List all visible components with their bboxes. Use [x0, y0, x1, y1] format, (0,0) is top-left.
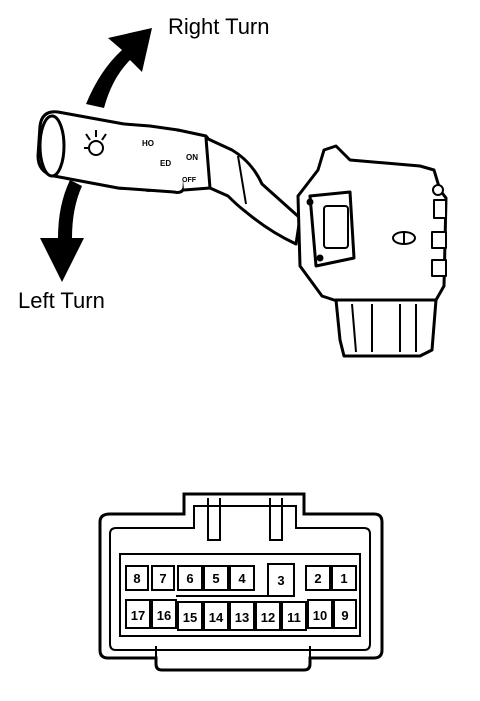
terminal-cavity — [267, 563, 295, 597]
right-turn-label: Right Turn — [168, 14, 270, 39]
terminal-cavity — [125, 565, 149, 591]
connector-latch — [207, 498, 221, 541]
terminal-cavity — [281, 601, 307, 631]
connector-latch — [269, 498, 283, 541]
terminal-8-label: 8 — [133, 571, 140, 586]
headlight-icon — [88, 140, 104, 156]
terminal-7-label: 7 — [159, 571, 166, 586]
terminal-1-label: 1 — [340, 571, 347, 586]
connector-outer-shell — [98, 492, 384, 672]
connector-top-row: 8 7 6 5 4 3 2 1 — [125, 563, 357, 597]
combination-switch — [36, 110, 448, 358]
terminal-6-label: 6 — [186, 571, 193, 586]
terminal-cavity — [177, 565, 203, 591]
terminal-14-label: 14 — [209, 610, 224, 625]
terminal-16-label: 16 — [157, 608, 171, 623]
right-turn-arrow-icon — [86, 28, 152, 108]
terminal-cavity — [305, 565, 331, 591]
terminal-cavity — [151, 565, 175, 591]
connector-face — [98, 492, 384, 672]
left-turn-arrow-icon — [40, 180, 84, 282]
connector-inner-shell — [109, 505, 371, 651]
terminal-3-label: 3 — [277, 573, 284, 588]
terminal-cavity — [203, 601, 229, 631]
switch-body — [296, 144, 448, 306]
terminal-11-label: 11 — [287, 610, 301, 625]
marking-ho: HO — [142, 139, 154, 148]
terminal-cavity — [203, 565, 229, 591]
terminal-cavity — [229, 601, 255, 631]
terminal-9-label: 9 — [341, 608, 348, 623]
switch-connector-block — [334, 298, 438, 358]
marking-ed: ED — [160, 159, 171, 168]
terminal-cavity-frame — [119, 553, 361, 637]
lever-stalk — [204, 136, 302, 246]
marking-on: ON — [186, 153, 198, 162]
terminal-12-label: 12 — [261, 610, 275, 625]
terminal-cavity — [255, 601, 281, 631]
terminal-cavity — [307, 599, 333, 629]
terminal-cavity — [331, 565, 357, 591]
terminal-17-label: 17 — [131, 608, 145, 623]
terminal-4-label: 4 — [238, 571, 246, 586]
terminal-10-label: 10 — [313, 608, 327, 623]
lever-end-cap — [38, 114, 66, 178]
marking-off: OFF — [182, 177, 197, 184]
terminal-5-label: 5 — [212, 571, 219, 586]
terminal-2-label: 2 — [314, 571, 321, 586]
left-turn-label: Left Turn — [18, 288, 105, 313]
terminal-cavity — [229, 565, 255, 591]
terminal-cavity — [125, 599, 151, 629]
terminal-13-label: 13 — [235, 610, 249, 625]
terminal-15-label: 15 — [183, 610, 197, 625]
connector-bottom-row: 17 16 15 14 13 12 11 10 9 — [125, 599, 357, 631]
terminal-cavity — [151, 599, 177, 629]
terminal-cavity — [333, 599, 357, 629]
terminal-cavity — [177, 601, 203, 631]
